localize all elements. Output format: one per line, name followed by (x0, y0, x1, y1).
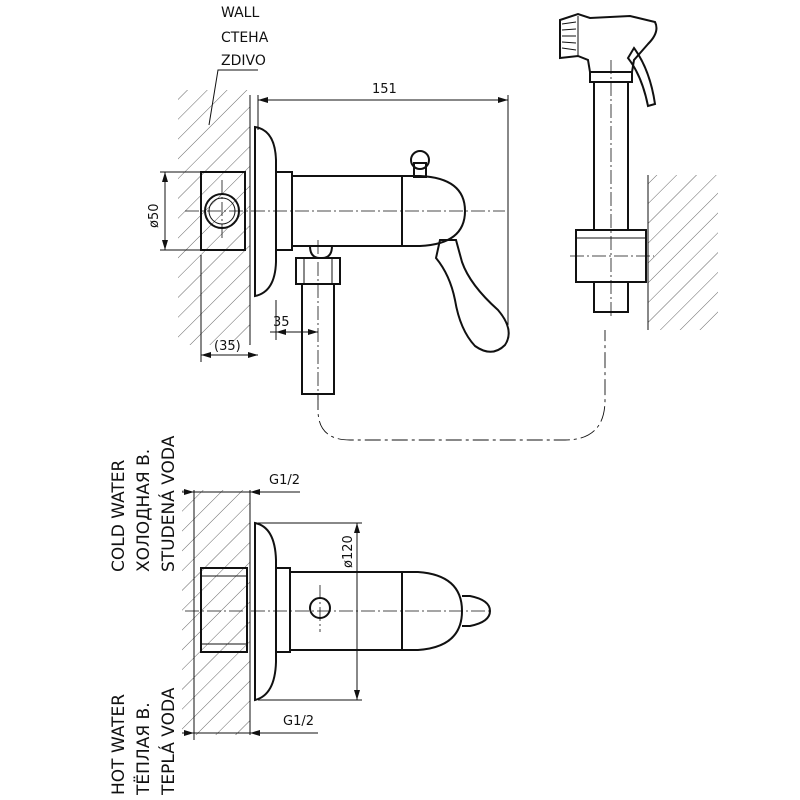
escutcheon-flange-top (254, 125, 277, 298)
knob-cap (410, 150, 430, 170)
hand-shower (559, 12, 718, 330)
cartridge-dome-top (401, 175, 467, 247)
sprayer-trigger (626, 46, 657, 108)
cold-water-label-en: COLD WATER (109, 459, 129, 572)
wall-label-leader (208, 69, 258, 126)
dimension-paren-35-label: (35) (214, 339, 241, 354)
dimension-diameter-120: ø120 (258, 522, 362, 701)
outlet-neck (309, 245, 333, 259)
flange-collar-bottom (275, 567, 291, 653)
hot-water-label-ru: ТЁПЛАЯ В. (133, 702, 154, 796)
water-labels: COLD WATER ХОЛОДНАЯ В. STUDENÁ VODA HOT … (109, 435, 179, 796)
hose-path (317, 330, 606, 441)
wall-nut-top (200, 171, 246, 251)
wall-label-en: WALL (221, 5, 259, 21)
sprayer-head (559, 12, 658, 73)
wall-label-cz: ZDIVO (221, 53, 266, 69)
top-view-mixer: WALL СТЕНА ZDIVO 151 ø50 (147, 5, 510, 400)
dimension-diameter-50-label: ø50 (147, 204, 162, 229)
dimension-35: 35 (270, 300, 318, 340)
wall-nut-bottom (200, 567, 248, 653)
dimension-thread-bottom-label: G1/2 (283, 714, 314, 729)
dimension-diameter-120-label: ø120 (341, 535, 356, 568)
dimension-paren-35: (35) (200, 255, 258, 362)
wall-hatch-top (178, 90, 250, 345)
dimension-thread-top-label: G1/2 (269, 473, 300, 488)
hot-water-label-en: HOT WATER (109, 694, 129, 795)
lever-handle (434, 239, 510, 353)
sprayer-grip-ribs (561, 21, 577, 51)
hot-water-label-cz: TEPLÁ VODA (157, 687, 179, 796)
dimension-35-label: 35 (273, 315, 290, 330)
dimension-151: 151 (257, 82, 509, 325)
bottom-view-mixer: G1/2 ø120 G (182, 473, 492, 740)
dimension-thread-top: G1/2 (182, 473, 300, 740)
dimension-thread-bottom: G1/2 (182, 714, 318, 736)
dimension-diameter-50: ø50 (147, 171, 200, 251)
cold-water-label-cz: STUDENÁ VODA (157, 435, 179, 572)
escutcheon-flange-bottom (254, 521, 277, 702)
cold-water-label-ru: ХОЛОДНАЯ В. (134, 449, 154, 572)
wall-label-ru: СТЕНА (221, 30, 269, 46)
knob-stem (413, 162, 427, 178)
dimension-151-label: 151 (372, 82, 397, 97)
